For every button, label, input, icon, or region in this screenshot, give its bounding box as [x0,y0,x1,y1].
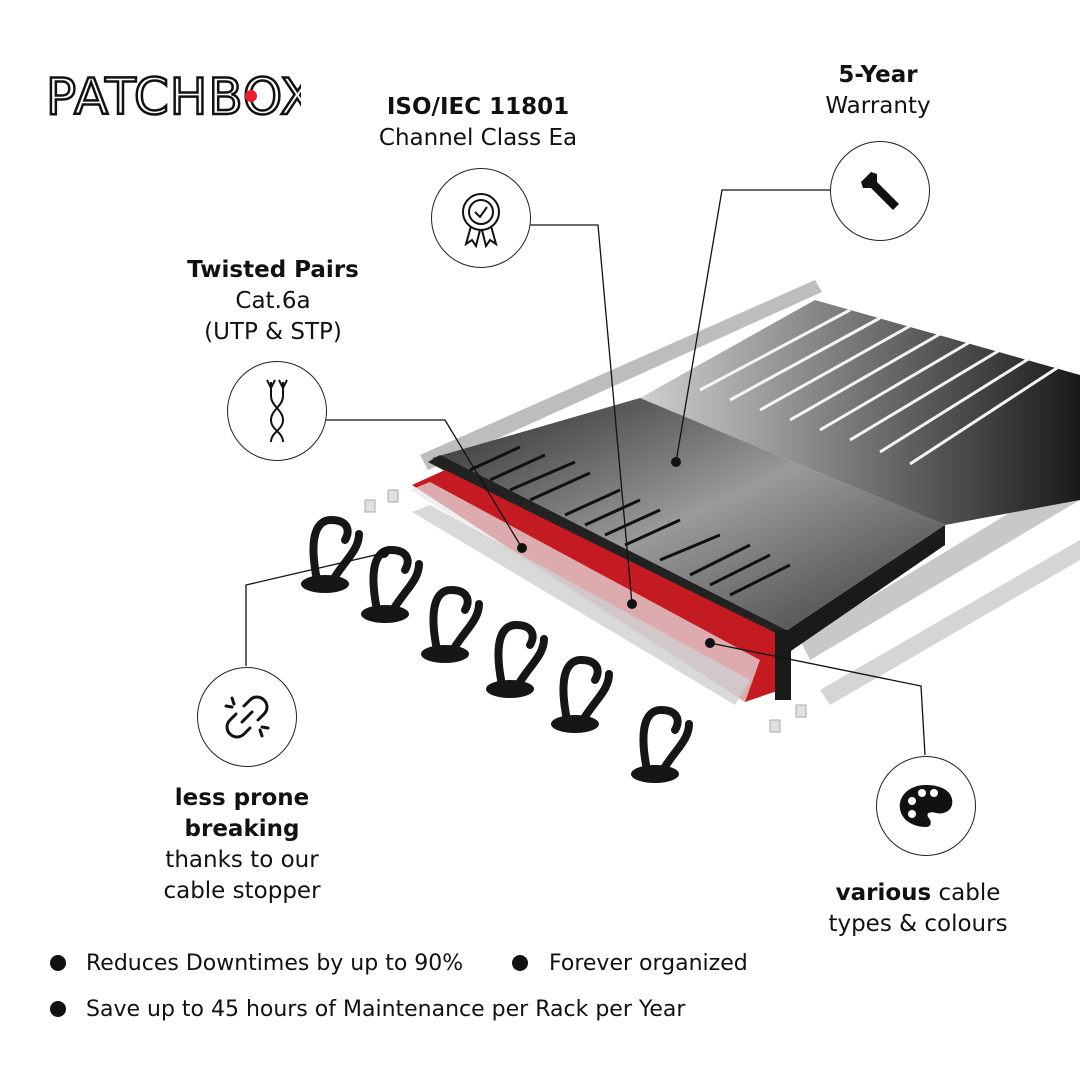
panel-cover [432,398,945,655]
stopper-line-3: thanks to our [165,847,319,873]
bullet-dot [50,1001,66,1017]
spacers [364,489,807,733]
logo-wordmark: PATCHBOX [46,68,301,124]
twisted-pairs-category: Cat.6a [235,288,311,314]
cable-stopper-hook [361,545,423,623]
iso-subtitle: Channel Class Ea [378,125,578,151]
stopper-title-2: breaking [184,816,300,842]
leader-lines [245,189,926,756]
bullet-dot [50,955,66,971]
stopper-title-1: less prone [174,785,310,811]
bullet-dot [512,955,528,971]
cable-stopper-hook [631,705,693,783]
rack-rails [420,280,1080,705]
back-tray [640,300,1080,525]
iso-title: ISO/IEC 11801 [386,94,570,120]
patchbox-logo: PATCHBOX [45,66,316,128]
colours-title-rest: cable [931,880,1001,906]
cable-stopper-hook [301,515,363,593]
stopper-line-4: cable stopper [163,878,321,904]
colours-title-bold: various [835,880,932,906]
twisted-pairs-types: (UTP & STP) [204,319,342,345]
certificate-badge-icon [431,168,531,268]
cable-stopper-hook [486,620,548,698]
patch-cables [410,455,791,705]
bullet-downtime: Reduces Downtimes by up to 90% [86,951,464,976]
twisted-pair-icon [227,361,327,461]
cable-stopper-hook [551,655,613,733]
logo-red-dot [245,90,257,102]
bullet-maintenance: Save up to 45 hours of Maintenance per R… [86,997,686,1022]
colours-line-2: types & colours [828,911,1008,937]
warranty-subtitle: Warranty [825,93,931,119]
bullet-organized: Forever organized [549,951,748,976]
broken-link-icon [197,667,297,767]
warranty-title: 5-Year [838,62,918,88]
cable-stoppers [301,515,693,783]
palette-icon [876,756,976,856]
wrench-icon [830,141,930,241]
twisted-pairs-title: Twisted Pairs [187,257,359,283]
cable-stopper-hook [421,585,483,663]
leader-dots [379,457,715,648]
